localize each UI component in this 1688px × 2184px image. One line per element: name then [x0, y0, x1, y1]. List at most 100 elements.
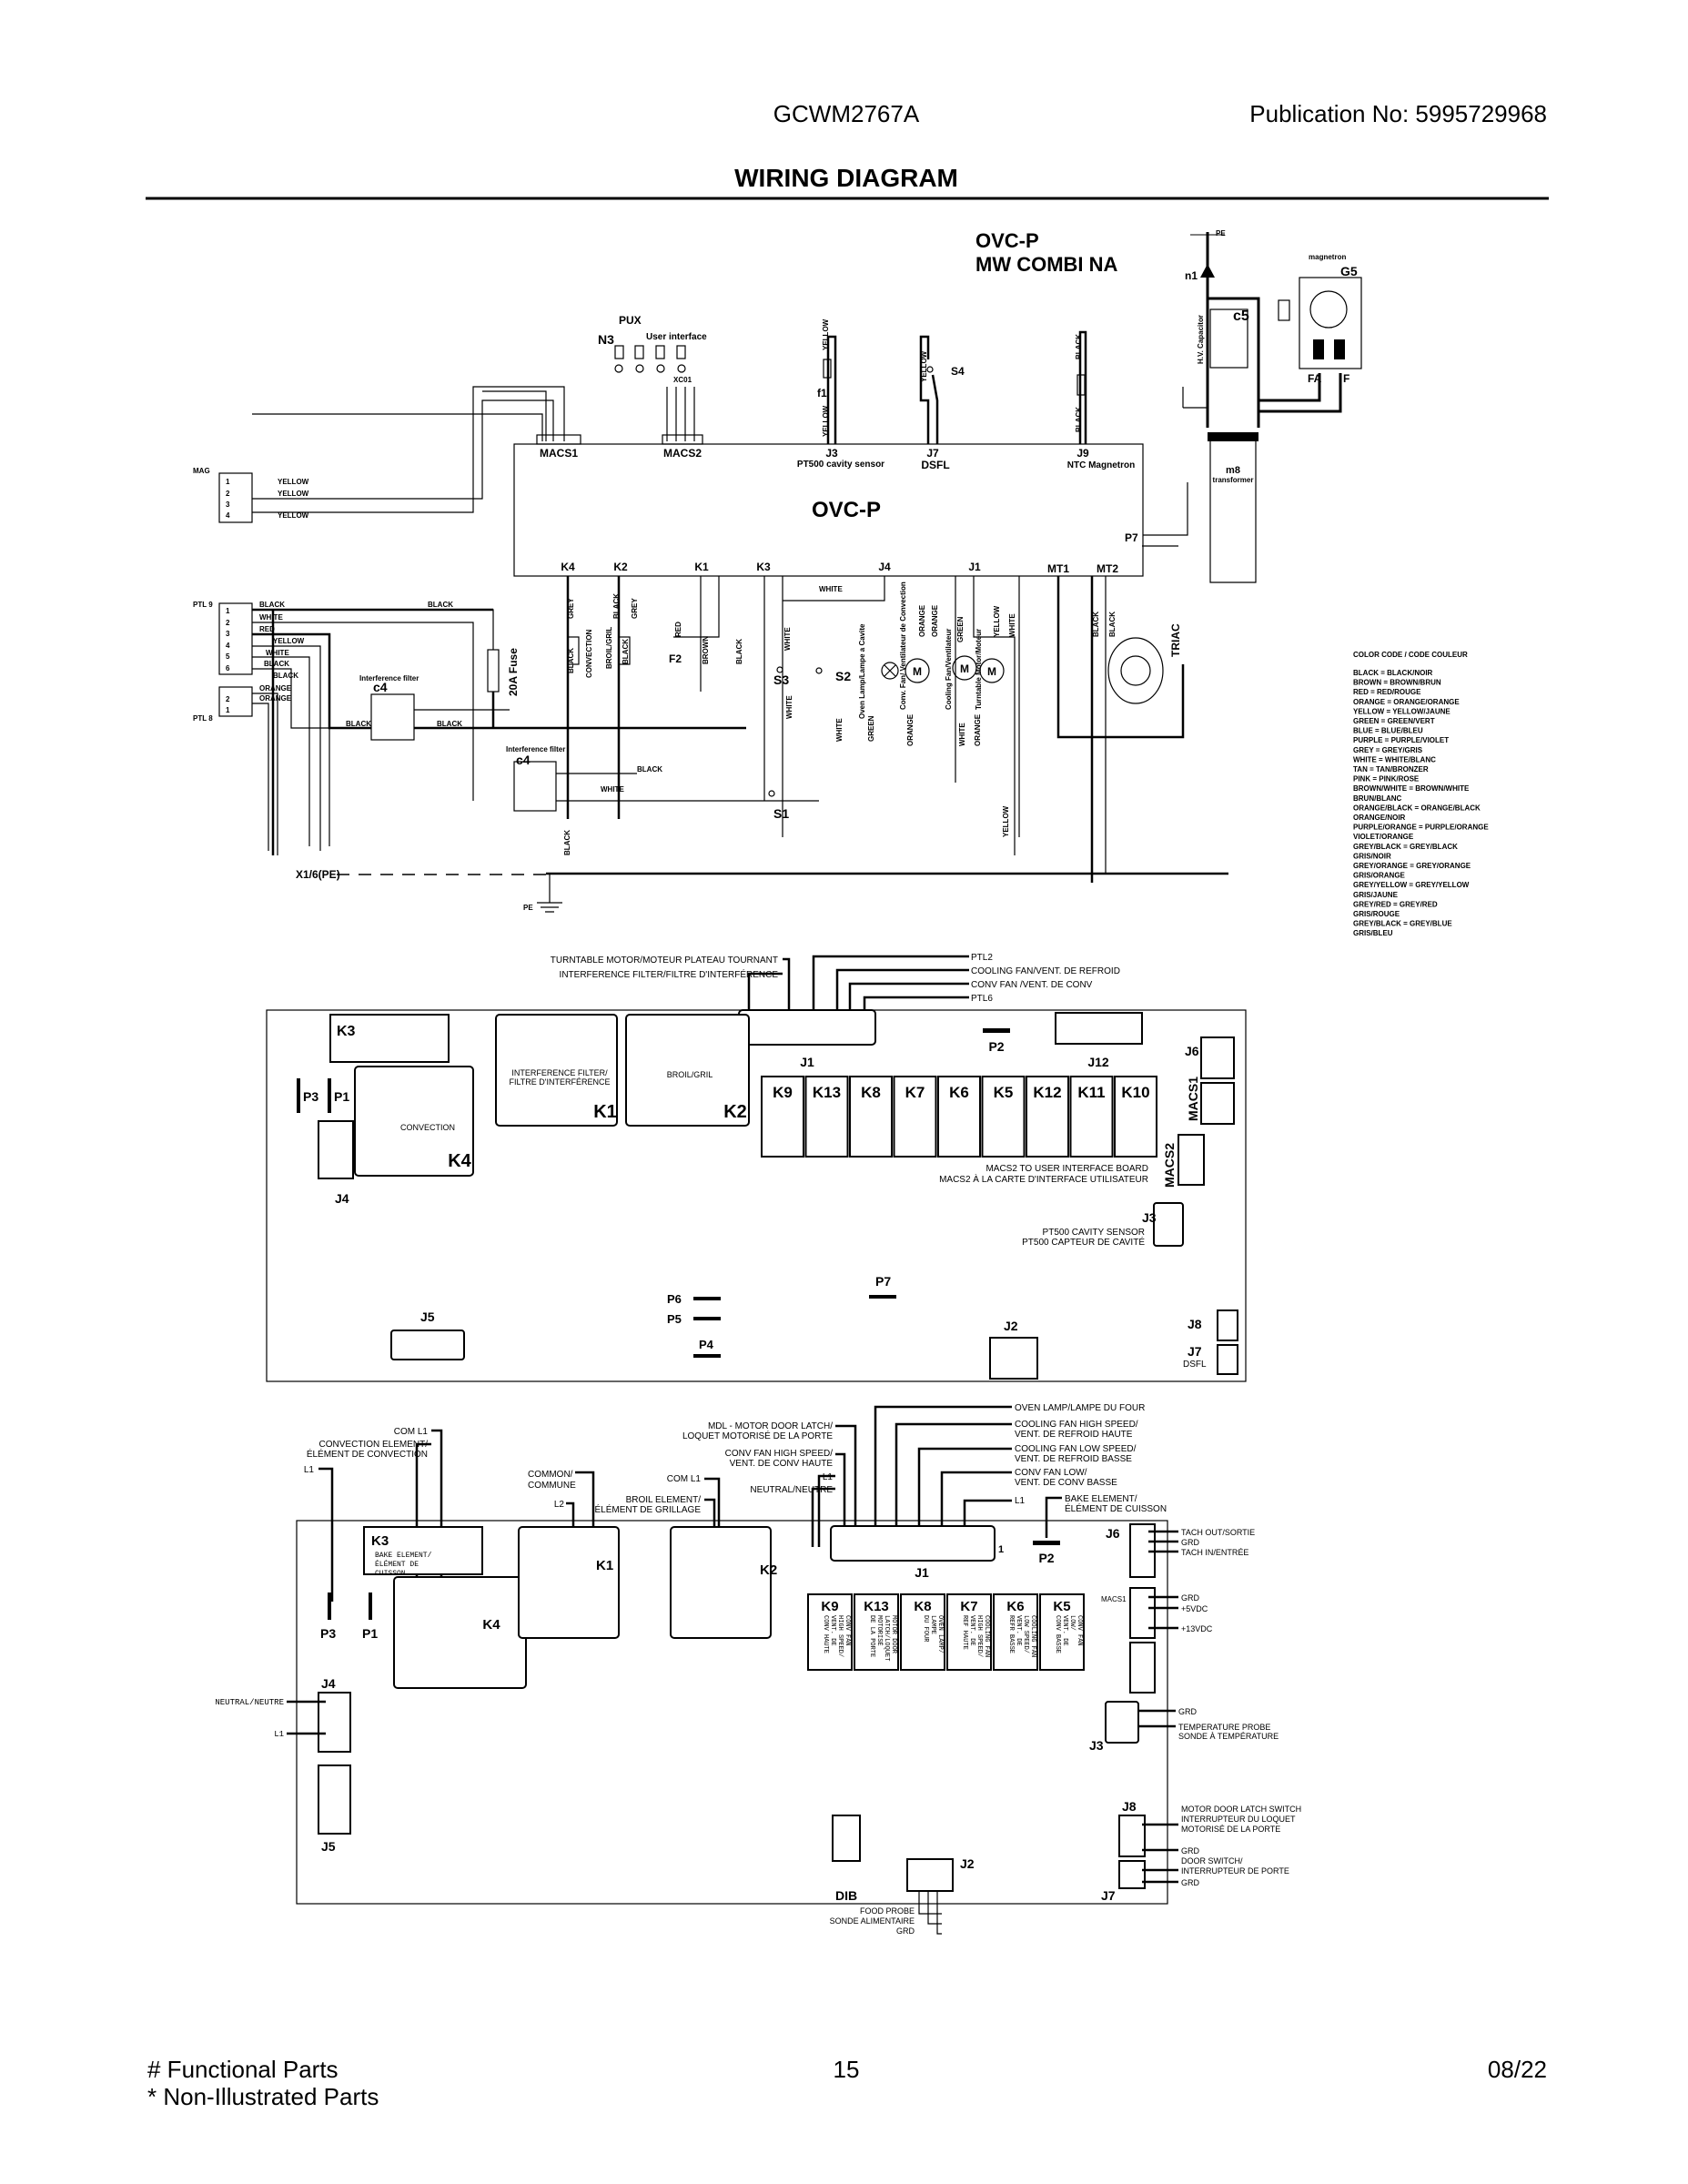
food-probe-1: FOOD PROBE [860, 1906, 915, 1916]
k1-label: K1 [596, 1558, 613, 1573]
j6-tach-out: TACH OUT/SORTIE [1181, 1528, 1255, 1537]
k4-relay [393, 1576, 527, 1689]
wire-label: BLACK [1075, 334, 1083, 359]
relay-label: K9 [773, 1084, 793, 1101]
g5-label: G5 [1340, 264, 1358, 278]
dsfl-label: DSFL [1183, 1360, 1207, 1370]
relay-label: K10 [1121, 1084, 1149, 1101]
wire-label: WHITE [266, 649, 289, 657]
relay-k5 [981, 1076, 1026, 1158]
turntable-motor-icon: M [979, 658, 1005, 683]
callout-mdl-1: MDL - MOTOR DOOR LATCH/ [708, 1421, 833, 1431]
macs1-5vdc: +5VDC [1181, 1604, 1208, 1613]
turntable-label: Turntable Motor/Moteur [975, 629, 983, 710]
callout-cooll-1: COOLING FAN LOW SPEED/ [1015, 1444, 1137, 1454]
mag-label: MAG [193, 467, 210, 475]
j7-label: J7 [926, 447, 939, 460]
callout-cfh-1: CONV FAN HIGH SPEED/ [725, 1449, 834, 1459]
pin-number: 3 [226, 500, 230, 509]
j4-connector [318, 1120, 354, 1179]
relay-desc: VENT. DE [968, 1615, 975, 1646]
relay-desc: OVEN LAMP/ [936, 1615, 944, 1653]
relay-desc: LAMPE [929, 1615, 936, 1634]
control-board-pinout: COM L1 CONVECTION ELEMENT/ ÉLÉMENT DE CO… [215, 1403, 1301, 1936]
xc01-label: XC01 [673, 376, 692, 384]
j8-grd: GRD [1181, 1846, 1200, 1855]
ui-buttons [614, 345, 686, 373]
j2-connector [906, 1858, 954, 1892]
pin-number: 5 [226, 652, 230, 661]
pt500-label-2: PT500 CAPTEUR DE CAVITÉ [1022, 1236, 1145, 1248]
relay-desc: COOLING FAN [1029, 1615, 1036, 1657]
wire-label: ORANGE [974, 713, 982, 746]
wire-label: BLACK [1108, 612, 1117, 637]
svg-text:M: M [960, 662, 969, 675]
k1-label: K1 [694, 561, 709, 573]
color-code-entry: BROWN = BROWN/BRUN [1353, 679, 1441, 687]
wire-label: BLACK [346, 720, 371, 728]
wire-label: BLACK [563, 830, 571, 855]
filter2-label: Interference filter [506, 745, 565, 753]
callout-lamp: OVEN LAMP/LAMPE DU FOUR [1015, 1403, 1145, 1413]
relay-label: K13 [813, 1084, 841, 1101]
pin-number: 1 [226, 607, 230, 615]
relay-k5 [1039, 1593, 1085, 1671]
n1-diode-icon [1200, 264, 1215, 278]
relay-label: K5 [994, 1084, 1014, 1101]
filter1-label: Interference filter [359, 674, 419, 682]
user-interface-label: User interface [646, 332, 707, 342]
relay-label: K7 [905, 1084, 925, 1101]
k2-relay [670, 1526, 772, 1639]
relay-desc: CONV FAN [1076, 1615, 1083, 1646]
relay-desc: HIGH SPEED/ [836, 1615, 844, 1657]
relay-desc: LOW/ [1068, 1615, 1076, 1631]
filter-label-2: FILTRE D'INTERFÉRENCE [509, 1077, 610, 1087]
color-code-entry: GRIS/ORANGE [1353, 872, 1406, 880]
svg-text:M: M [987, 665, 996, 678]
wire-label: ORANGE [906, 713, 915, 746]
relay-k8 [849, 1076, 893, 1158]
color-code-entry: BLUE = BLUE/BLEU [1353, 727, 1423, 735]
callout-conv: CONV FAN /VENT. DE CONV [971, 980, 1093, 990]
wire-label: BLACK [437, 720, 462, 728]
macs1-connector [1200, 1082, 1235, 1125]
j3-connector [1105, 1701, 1139, 1744]
wire-label: RED [674, 622, 682, 637]
color-code-entry: BRUN/BLANC [1353, 794, 1402, 803]
wire-label: BLACK [273, 672, 298, 680]
publication-number: Publication No: 5995729968 [1249, 100, 1547, 127]
relay-desc: VENT. DE [1061, 1615, 1068, 1646]
color-code-entry: GREEN = GREEN/VERT [1353, 717, 1435, 725]
mt2-label: MT2 [1097, 562, 1118, 575]
color-code-entry: BROWN/WHITE = BROWN/WHITE [1353, 784, 1470, 793]
k3-desc-2: ÉLÉMENT DE [375, 1561, 419, 1569]
broil-element-icon [618, 636, 631, 665]
callout-l1-b: L1 [823, 1472, 834, 1482]
callout-coolh-2: VENT. DE REFROID HAUTE [1015, 1430, 1133, 1440]
wire-label: GREY [631, 598, 639, 619]
broil-label: BROIL/GRIL [667, 1070, 713, 1079]
k1-label: K1 [593, 1102, 617, 1122]
macs2-note-1: MACS2 TO USER INTERFACE BOARD [986, 1164, 1148, 1174]
s2-switch-icon [815, 667, 823, 674]
j4-l1: L1 [274, 1730, 284, 1739]
k1-relay [495, 1014, 618, 1127]
macs2-connector [1178, 1134, 1205, 1186]
j12-connector [1055, 1012, 1143, 1045]
j3-grd: GRD [1178, 1707, 1198, 1716]
relay-desc: VENT. DE [829, 1615, 836, 1646]
wire-label: WHITE [958, 723, 966, 746]
wire-label: ORANGE [918, 604, 926, 637]
k3-label: K3 [756, 561, 771, 573]
color-code-entry: YELLOW = YELLOW/JAUNE [1353, 707, 1450, 715]
wire-label: BLACK [612, 593, 621, 619]
wire-label: YELLOW [920, 350, 928, 382]
ptl9-connector [218, 602, 253, 675]
triac-label: TRIAC [1169, 623, 1182, 657]
wire-label: BLACK [264, 660, 289, 668]
schematic-title-2: MW COMBI NA [975, 253, 1118, 276]
j7-desc: DSFL [921, 459, 949, 471]
pin-number: 1 [226, 478, 230, 486]
wire-label: BLACK [567, 648, 575, 673]
